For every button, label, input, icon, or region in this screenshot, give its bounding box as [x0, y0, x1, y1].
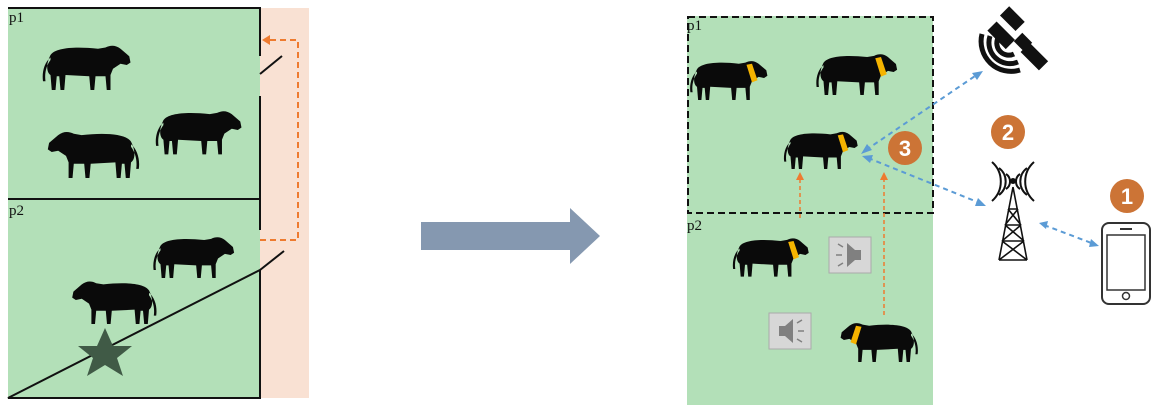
left-p2-label: p2 — [9, 203, 24, 219]
right-panel: p1 p2 — [687, 16, 1099, 405]
left-p1-label: p1 — [9, 10, 24, 26]
right-p1-label: p1 — [687, 18, 702, 34]
speaker-icon — [768, 312, 812, 350]
satellite-icon — [978, 6, 1049, 74]
right-p2-label: p2 — [687, 218, 702, 234]
satellite-link — [865, 73, 979, 151]
corridor-lane — [260, 8, 309, 398]
movement-arrowhead — [262, 35, 270, 45]
smartphone-icon — [1101, 222, 1151, 305]
step-badge-2: 2 — [991, 115, 1025, 149]
satellite-link-tail — [861, 144, 872, 154]
gate-p2 — [259, 250, 285, 271]
satellite-link-head — [972, 71, 983, 80]
step-badge-3: 3 — [888, 131, 922, 165]
right-paddock-p2 — [687, 214, 933, 405]
gate-p1 — [259, 55, 283, 75]
step-badge-1-number: 1 — [1121, 184, 1133, 209]
left-paddock-borders — [7, 7, 261, 399]
cow-move-arrowhead — [880, 172, 888, 180]
speaker-icon — [828, 236, 872, 274]
step-badge-1: 1 — [1110, 179, 1144, 213]
left-panel: p1 p2 — [7, 7, 309, 399]
movement-path — [260, 39, 299, 241]
right-arrow-icon — [421, 208, 600, 264]
virtual-fence-boundary — [687, 16, 934, 214]
phone-link-head — [1089, 239, 1099, 247]
left-paddock-p1 — [8, 8, 260, 198]
right-paddock-p1 — [687, 16, 933, 214]
cow-move-arrowhead — [796, 172, 804, 180]
phone-link-tail — [1039, 221, 1048, 229]
tower-link-tail — [862, 155, 873, 163]
tower-link — [867, 157, 981, 204]
star-icon — [78, 328, 132, 376]
radio-tower-icon — [991, 161, 1035, 261]
tower-link-head — [975, 198, 986, 206]
step-badge-3-number: 3 — [899, 136, 911, 161]
step-badge-2-number: 2 — [1002, 120, 1014, 145]
phone-link — [1043, 224, 1095, 245]
